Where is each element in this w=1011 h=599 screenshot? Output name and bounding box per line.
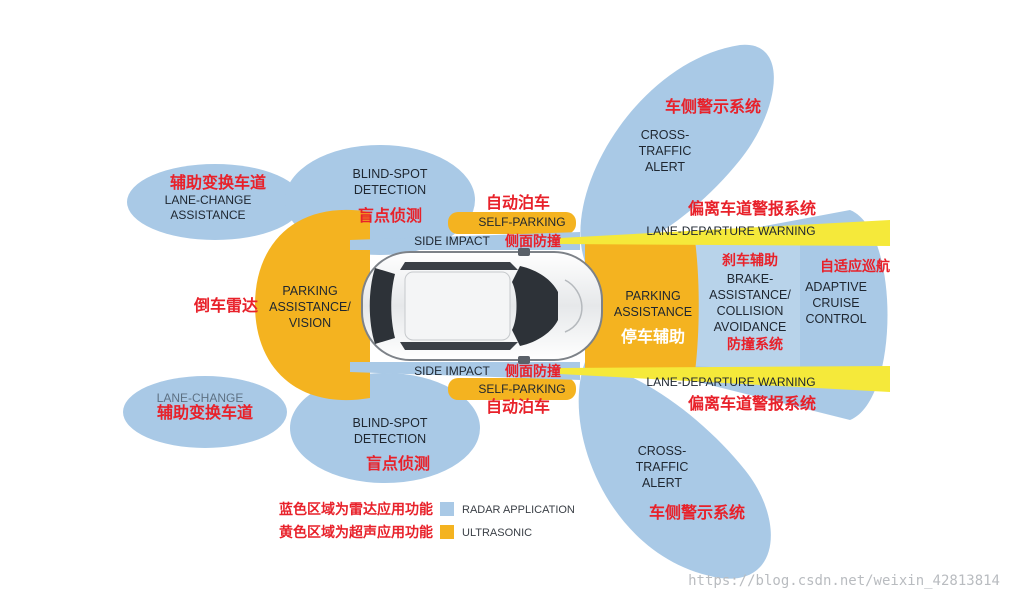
- lane-departure-beams: [560, 220, 890, 392]
- parking-front-zone: [585, 240, 699, 372]
- brake-assist-en-3: COLLISION: [717, 304, 784, 318]
- parking-front-en-1: PARKING: [625, 289, 680, 303]
- blind-spot-top-zh: 盲点侦测: [358, 206, 422, 225]
- lane-change-top-en-2: ASSISTANCE: [170, 208, 245, 222]
- lane-departure-top-zh: 偏离车道警报系统: [688, 199, 816, 218]
- cross-traffic-top-en-2: TRAFFIC: [639, 144, 692, 158]
- cross-traffic-bottom-en-3: ALERT: [642, 476, 682, 490]
- parking-front-en-2: ASSISTANCE: [614, 305, 692, 319]
- cross-traffic-bottom-en-1: CROSS-: [638, 444, 687, 458]
- self-parking-bottom-zh: 自动泊车: [486, 397, 550, 416]
- self-parking-top-en: SELF-PARKING: [478, 215, 565, 229]
- brake-assist-zh-top: 刹车辅助: [722, 252, 778, 269]
- lane-change-top-zh: 辅助变换车道: [170, 173, 266, 192]
- parking-rear-zone: [255, 209, 370, 401]
- adaptive-cruise-en-1: ADAPTIVE: [805, 280, 867, 294]
- lane-change-bottom-zone: [123, 376, 287, 448]
- self-parking-bottom-zone: [448, 378, 576, 400]
- cross-traffic-top-zh: 车侧警示系统: [665, 97, 761, 116]
- lane-change-bottom-en: LANE-CHANGE: [157, 391, 244, 405]
- adaptive-cruise-en-2: CRUISE: [812, 296, 859, 310]
- side-impact-strips: [350, 232, 580, 380]
- self-parking-top-zone: [448, 212, 576, 234]
- parking-rear-zh: 倒车雷达: [193, 296, 258, 315]
- cross-traffic-top-zone: [580, 44, 774, 262]
- lane-departure-top-beam: [560, 220, 890, 246]
- brake-assist-zh-bottom: 防撞系统: [727, 336, 783, 353]
- parking-front-zh: 停车辅助: [621, 327, 685, 346]
- ultrasonic-zones: [255, 209, 699, 401]
- blind-spot-top-en-2: DETECTION: [354, 183, 426, 197]
- watermark: https://blog.csdn.net/weixin_42813814: [688, 573, 1000, 589]
- side-impact-bottom-zh: 侧面防撞: [505, 363, 561, 380]
- parking-rear-en-3: VISION: [289, 316, 331, 330]
- cross-traffic-top-en-3: ALERT: [645, 160, 685, 174]
- self-parking-top-zh: 自动泊车: [486, 193, 550, 212]
- self-parking-bottom-en: SELF-PARKING: [478, 382, 565, 396]
- legend: 蓝色区域为雷达应用功能 RADAR APPLICATION 黄色区域为超声应用功…: [279, 501, 575, 541]
- blind-spot-bottom-en-1: BLIND-SPOT: [352, 416, 427, 430]
- brake-assist-en-4: AVOIDANCE: [714, 320, 787, 334]
- blind-spot-bottom-zh: 盲点侦测: [366, 454, 430, 473]
- blind-spot-top-en-1: BLIND-SPOT: [352, 167, 427, 181]
- cross-traffic-bottom-zone: [578, 362, 771, 579]
- lane-departure-bottom-beam: [560, 366, 890, 392]
- cross-traffic-top-en-1: CROSS-: [641, 128, 690, 142]
- brake-assist-en-1: BRAKE-: [727, 272, 774, 286]
- adaptive-cruise-en-3: CONTROL: [805, 312, 866, 326]
- cross-traffic-bottom-zh: 车侧警示系统: [649, 503, 745, 522]
- legend-ultrasonic-en: ULTRASONIC: [462, 527, 532, 539]
- lane-change-top-zone: [127, 164, 303, 240]
- blind-spot-bottom-zone: [290, 373, 480, 483]
- legend-radar-en: RADAR APPLICATION: [462, 504, 575, 516]
- lane-departure-top-en: LANE-DEPARTURE WARNING: [646, 224, 815, 238]
- brake-assist-en-2: ASSISTANCE/: [709, 288, 791, 302]
- legend-ultrasonic-zh: 黄色区域为超声应用功能: [279, 524, 433, 541]
- side-impact-top-strip: [350, 232, 580, 250]
- lane-change-top-en-1: LANE-CHANGE: [165, 193, 252, 207]
- adaptive-cruise-zh: 自适应巡航: [820, 258, 890, 275]
- legend-radar-zh: 蓝色区域为雷达应用功能: [279, 501, 433, 518]
- side-impact-top-zh: 侧面防撞: [505, 233, 561, 250]
- legend-ultrasonic-swatch: [440, 525, 454, 539]
- side-impact-bottom-en: SIDE IMPACT: [414, 364, 490, 378]
- lane-change-bottom-zh: 辅助变换车道: [157, 403, 253, 422]
- cross-traffic-bottom-en-2: TRAFFIC: [636, 460, 689, 474]
- side-impact-top-en: SIDE IMPACT: [414, 234, 490, 248]
- lane-departure-bottom-en: LANE-DEPARTURE WARNING: [646, 375, 815, 389]
- blind-spot-bottom-en-2: DETECTION: [354, 432, 426, 446]
- side-impact-bottom-strip: [350, 362, 580, 380]
- lane-departure-bottom-zh: 偏离车道警报系统: [688, 394, 816, 413]
- parking-rear-en-1: PARKING: [282, 284, 337, 298]
- parking-rear-en-2: ASSISTANCE/: [269, 300, 351, 314]
- legend-radar-swatch: [440, 502, 454, 516]
- car-top-view: [361, 248, 603, 364]
